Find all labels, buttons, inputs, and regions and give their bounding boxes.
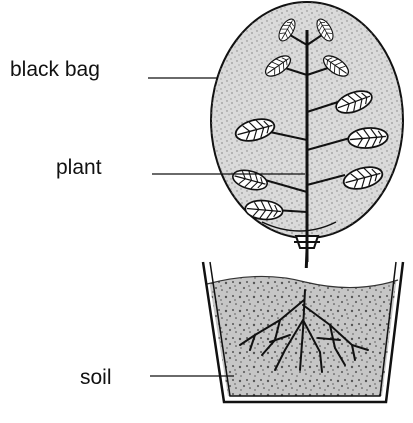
label-soil: soil	[80, 366, 112, 389]
label-plant: plant	[56, 156, 102, 179]
label-black-bag: black bag	[10, 58, 100, 81]
